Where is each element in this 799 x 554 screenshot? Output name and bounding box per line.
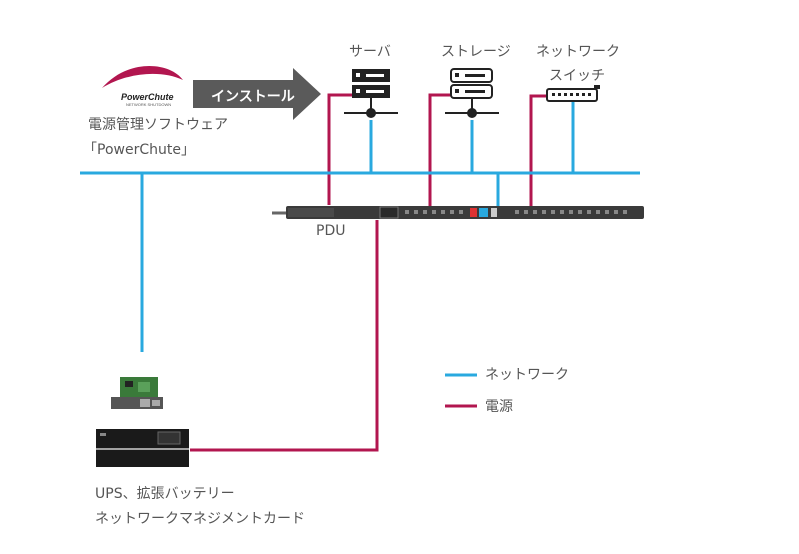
- network-lines: [80, 102, 640, 352]
- power-line-server: [327, 93, 352, 205]
- pdu-label: PDU: [316, 223, 346, 239]
- power-line-ups: [190, 220, 379, 452]
- ups-caption-line1: UPS、拡張バッテリー: [95, 486, 235, 502]
- logo-text: PowerChute: [121, 92, 174, 102]
- switch-label-line2: スイッチ: [549, 68, 605, 84]
- pdu-device: [272, 206, 644, 219]
- power-lines: [190, 93, 548, 452]
- storage-label: ストレージ: [441, 44, 511, 60]
- server-icon: [344, 69, 398, 118]
- switch-label-line1: ネットワーク: [536, 44, 620, 60]
- legend-power-label: 電源: [485, 399, 513, 415]
- ups-caption-line2: ネットワークマネジメントカード: [95, 511, 305, 527]
- logo-subtext: NETWORK SHUTDOWN: [126, 102, 171, 107]
- network-switch-icon: [546, 85, 600, 102]
- power-line-switch: [529, 94, 548, 207]
- software-caption-line1: 電源管理ソフトウェア: [88, 117, 228, 133]
- software-caption-line2: 「PowerChute」: [83, 142, 195, 158]
- storage-icon: [445, 68, 499, 118]
- power-line-storage: [428, 93, 452, 207]
- install-arrow: [193, 68, 321, 120]
- server-label: サーバ: [349, 44, 391, 60]
- powerchute-logo: PowerChute NETWORK SHUTDOWN: [102, 65, 183, 107]
- network-management-card: [111, 377, 163, 409]
- install-arrow-label: インストール: [211, 89, 295, 105]
- legend-network-label: ネットワーク: [485, 367, 569, 383]
- ups-device: [96, 429, 189, 467]
